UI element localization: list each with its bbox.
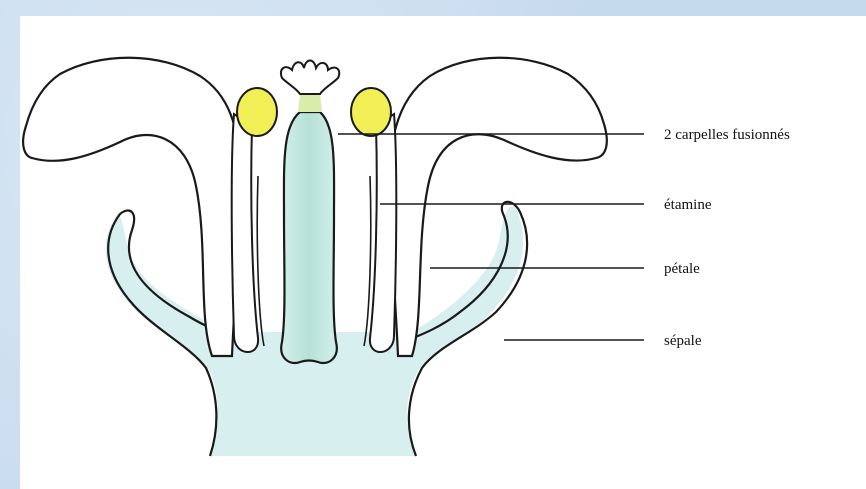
label-carpels: 2 carpelles fusionnés (664, 127, 790, 143)
diagram-panel: 2 carpelles fusionnés étamine pétale sép… (20, 16, 866, 489)
label-stamen: étamine (664, 197, 712, 213)
label-sepal: sépale (664, 333, 702, 349)
stamen-inner-left (257, 176, 264, 346)
flower-section-diagram: 2 carpelles fusionnés étamine pétale sép… (20, 16, 866, 489)
stigma-collar (298, 94, 322, 112)
stigma (281, 61, 339, 95)
pistil (281, 112, 337, 363)
label-petal: pétale (664, 261, 700, 277)
anther-left (237, 88, 277, 136)
petal-right (390, 58, 607, 356)
anther-right (351, 88, 391, 136)
stamen-left (232, 114, 258, 352)
stamen-right (370, 114, 396, 352)
petal-left (23, 58, 240, 356)
stamen-inner-right (364, 176, 371, 346)
